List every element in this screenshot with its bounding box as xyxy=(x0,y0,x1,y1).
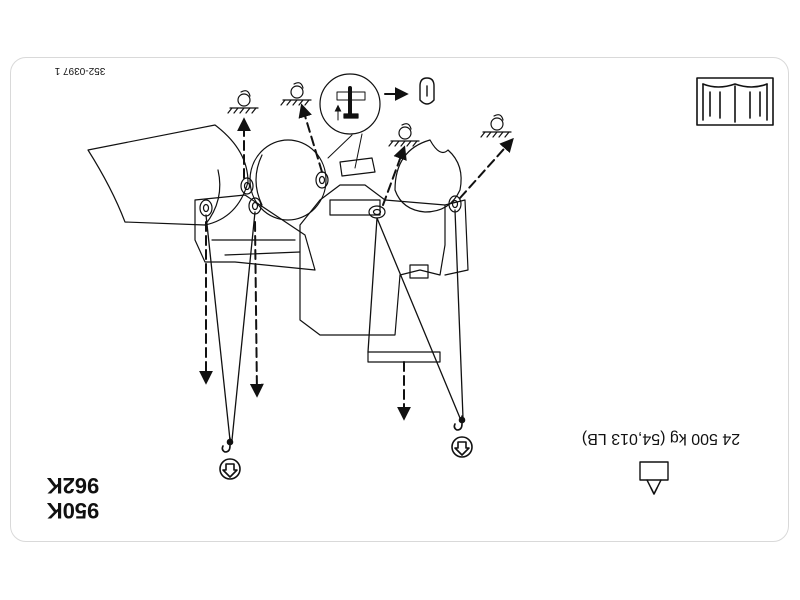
label-card xyxy=(10,57,789,542)
loader-arm xyxy=(194,194,316,271)
part-number: 352-0397 1 xyxy=(54,65,105,76)
loader-bucket xyxy=(87,124,249,226)
tie-down-straps xyxy=(199,103,514,421)
lifting-cables xyxy=(205,209,464,441)
model-950k: 950K xyxy=(47,498,100,523)
lock-detail-callout xyxy=(319,73,435,177)
lift-spreader-bar xyxy=(367,351,441,363)
manual-book-icon xyxy=(696,77,774,126)
loader-body xyxy=(299,184,446,336)
detail-circle xyxy=(319,73,381,135)
front-tire xyxy=(249,139,327,221)
padlock-icon xyxy=(419,77,435,105)
lift-direction-icon xyxy=(451,436,473,458)
weight-text: 24 500 kg (54,013 LB) xyxy=(582,430,740,447)
lift-direction-icon xyxy=(219,458,241,480)
weight-indicator-icon xyxy=(639,461,669,495)
lifting-hook-icon xyxy=(219,415,473,480)
model-962k: 962K xyxy=(47,473,100,498)
rear-tire xyxy=(394,139,462,213)
loader-illustration xyxy=(87,124,469,363)
tie-down-anchor-icon xyxy=(227,82,512,147)
